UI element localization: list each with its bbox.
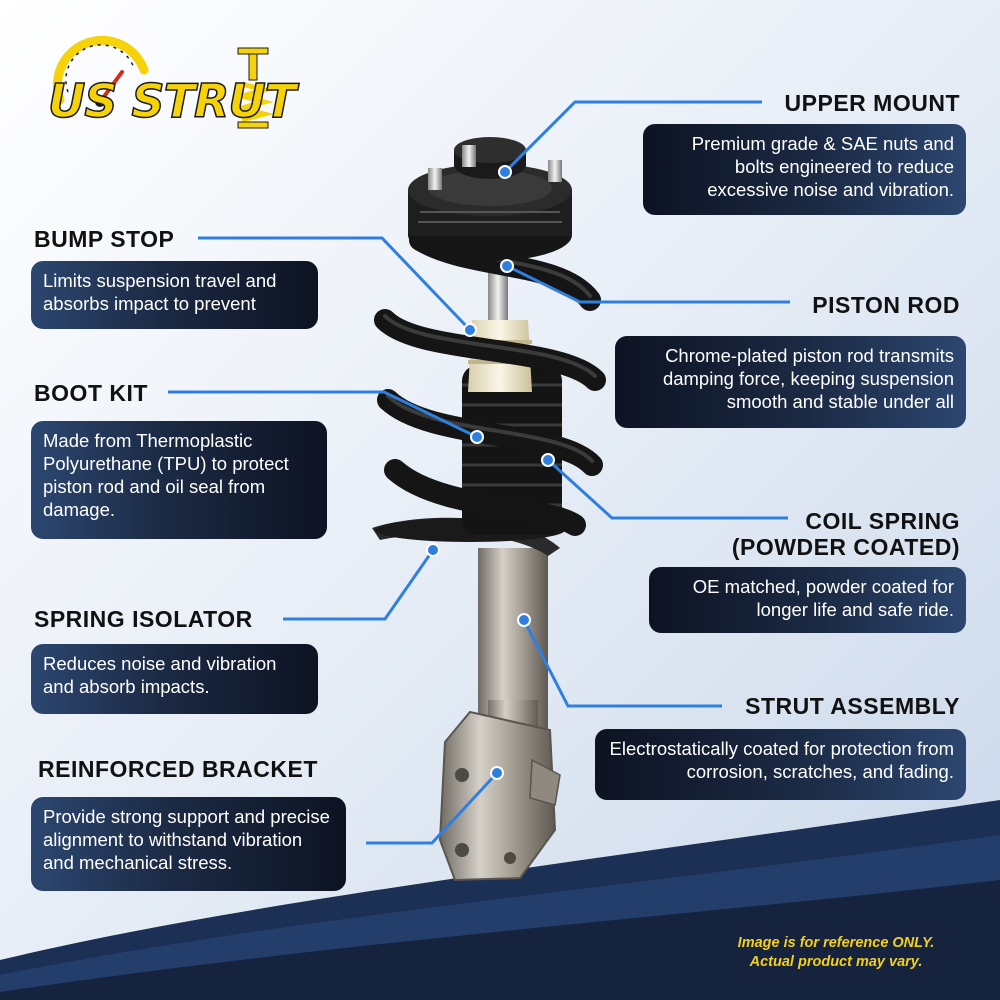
coil-spring-title-line1: COIL SPRING [805,508,960,534]
piston-rod-title: PISTON ROD [812,292,960,318]
leader-reinforced-bracket [366,771,499,845]
leader-spring-isolator [283,549,435,621]
strut-assembly-title: STRUT ASSEMBLY [745,693,960,719]
disclaimer-line2: Actual product may vary. [749,954,923,970]
reinforced-bracket-title: REINFORCED BRACKET [38,756,318,782]
marker-strut-assembly [517,613,531,627]
coil-spring-title: COIL SPRING (POWDER COATED) [732,508,960,560]
bump-stop-title: BUMP STOP [34,226,175,252]
logo-text: US STRUT [47,73,297,129]
leader-strut-assembly [522,619,722,708]
marker-piston-rod [500,259,514,273]
marker-upper-mount [498,165,512,179]
spring-isolator-description: Reduces noise and vibration and absorb i… [31,644,318,714]
leader-piston-rod [506,264,790,304]
upper-mount-description: Premium grade & SAE nuts and bolts engin… [643,124,966,215]
piston-rod-description: Chrome-plated piston rod transmits dampi… [615,336,966,428]
disclaimer-line1: Image is for reference ONLY. [737,935,935,951]
marker-boot-kit [470,430,484,444]
strut-assembly-description: Electrostatically coated for protection … [595,729,966,800]
leader-bump-stop [198,236,472,332]
leader-upper-mount [503,100,762,174]
bump-stop-description: Limits suspension travel and absorbs imp… [31,261,318,329]
marker-reinforced-bracket [490,766,504,780]
upper-mount-title: UPPER MOUNT [784,90,960,116]
us-strut-logo [38,30,288,150]
coil-spring-title-line2: (POWDER COATED) [731,534,960,560]
coil-spring-description: OE matched, powder coated for longer lif… [649,567,966,633]
boot-kit-title: BOOT KIT [34,380,148,406]
spring-isolator-title: SPRING ISOLATOR [34,606,253,632]
marker-coil-spring [541,453,555,467]
leader-boot-kit [168,390,478,439]
marker-bump-stop [463,323,477,337]
reinforced-bracket-description: Provide strong support and precise align… [31,797,346,891]
marker-spring-isolator [426,543,440,557]
leader-coil-spring [546,458,788,520]
disclaimer: Image is for reference ONLY. Actual prod… [706,934,966,972]
boot-kit-description: Made from Thermoplastic Polyurethane (TP… [31,421,327,539]
